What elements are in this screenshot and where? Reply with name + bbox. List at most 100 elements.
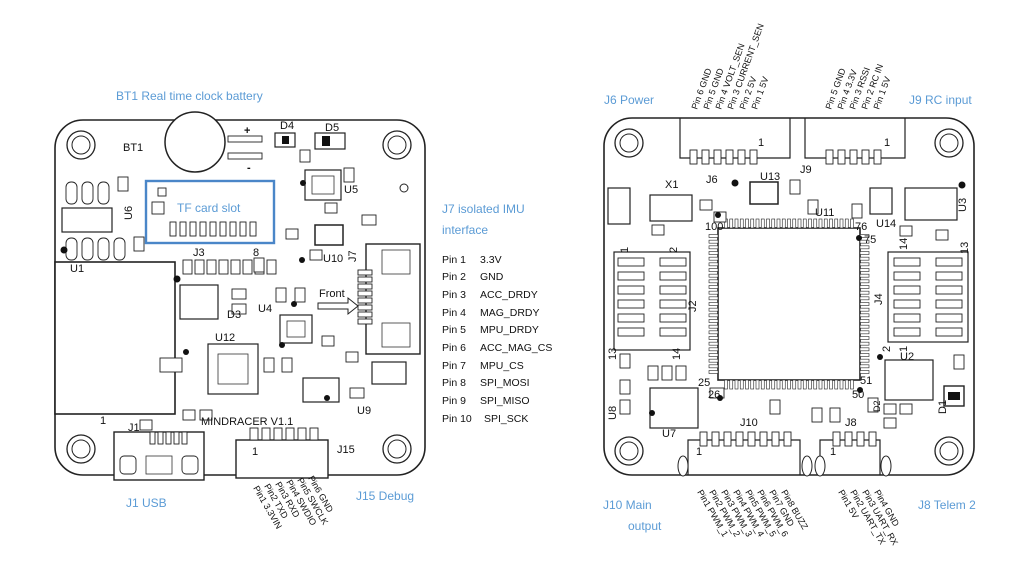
j15-pin-list: Pin1 3.3VIN Pin2 TXD Pin3 RXD Pin4 SWDIO… [251,474,335,531]
silk-j4-2: 2 [881,346,893,352]
mcu-pin [844,379,849,390]
mcu-pin [859,347,870,352]
mcu-pin [792,218,797,229]
j8-connector [814,431,892,477]
j8-pin-list: Pin1 5V Pin2 UART_TX Pin3 UART_RX Pin4 G… [836,488,901,547]
mcu-pin [734,218,739,229]
callout-j10-line1: J10 Main [603,498,652,512]
mcu-pin [708,358,719,363]
silk-minus: - [247,162,251,174]
mcu-pin [708,341,719,346]
silk-u2: U2 [900,351,914,363]
silk-d4: D4 [280,120,294,132]
j6-connector [679,118,791,165]
mcu-pin [850,218,854,229]
mcu-pin [859,239,870,244]
mcu-pin [829,218,833,229]
silk-u1: U1 [70,263,84,275]
right-top-component [904,187,958,221]
mcu-pin [708,234,719,238]
j2-connector [613,251,691,351]
mcu-pin [708,239,719,244]
silk-j8: J8 [845,417,857,429]
mcu-pin [708,336,719,340]
j7-pin-signal: MPU_CS [480,360,524,372]
mcu-pin [787,218,791,229]
silk-d1: D1 [937,400,949,414]
mcu-pin [708,296,719,301]
callout-j7-line2: interface [442,223,488,237]
j6-pin-list: Pin 6 GND Pin 5 GND Pin 4 VOLT_SEN Pin 3… [689,22,770,110]
mcu-pin [781,218,786,229]
silk-j1: J1 [128,422,140,434]
j7-pin-label: Pin 9 [442,395,466,407]
mcu-pin [859,245,870,250]
mcu-pin [708,290,719,295]
mcu-pin [734,379,739,390]
mcu-pin [739,218,744,229]
u1-module [54,261,176,415]
j7-pin-signal: ACC_DRDY [480,289,538,301]
silk-u11: U11 [815,207,834,219]
mcu-pin [834,218,839,229]
callout-j9: J9 RC input [909,93,972,107]
right-mounting-holes [614,128,964,466]
mcu-pin [859,273,870,278]
mcu-pin [766,218,770,229]
mcu-pin [708,262,719,267]
mcu-pin [808,218,812,229]
silk-j4-1: 1 [898,346,910,352]
mcu-pin [823,379,828,390]
u9-chip [371,361,407,385]
mcu-pin [708,324,719,329]
silk-u7: U7 [662,428,676,440]
silk-u14: U14 [876,218,896,230]
mcu-pin [859,296,870,301]
mcu-pin [859,307,870,312]
mcu-pin [708,302,719,306]
left-oval-pads [65,181,126,261]
mcu-pin [708,319,719,323]
mcu-pin [859,370,870,374]
silk-j2: J2 [687,300,699,312]
mcu-pin [859,313,870,318]
j7-pin-signal: SPI_SCK [484,413,528,425]
silk-d5: D5 [325,122,339,134]
callout-j6: J6 Power [604,93,654,107]
silk-d2: D2 [872,400,882,412]
mcu-pin [859,358,870,363]
mcu-pin [859,364,870,369]
callout-bt1: BT1 Real time clock battery [116,89,263,103]
mcu-pin [781,379,786,390]
silk-j8-1: 1 [830,446,836,458]
tf-card-slot-highlight [144,179,276,245]
silk-25: 25 [698,377,710,389]
u7-chip [649,387,699,429]
callout-j15: J15 Debug [356,489,414,503]
mcu-pin [859,285,870,289]
silk-51: 51 [860,375,872,387]
u12-chip [207,343,259,395]
mcu-pin [708,279,719,284]
silk-u5: U5 [344,184,358,196]
mcu-pin [776,379,781,390]
j7-pin-signal: GND [480,271,504,283]
mcu-pin [813,218,818,229]
j7-pin-label: Pin 5 [442,324,466,336]
silk-u6: U6 [123,206,135,220]
silk-j15: J15 [337,444,355,456]
mcu-pin [859,319,870,323]
j7-pin-label: Pin 4 [442,307,466,319]
j15-connector [235,427,329,479]
left-top-component [607,187,631,225]
mcu-pin [818,379,823,390]
mcu-pin [829,379,833,390]
mcu-pin [859,341,870,346]
silk-j6-1: 1 [758,137,764,149]
silk-front: Front [319,288,345,300]
mcu-pin [750,218,755,229]
j7-pin-label: Pin 10 [442,413,472,425]
u4-chip [279,314,313,344]
silk-j2-1: 1 [619,247,631,253]
u13-chip [749,181,779,205]
